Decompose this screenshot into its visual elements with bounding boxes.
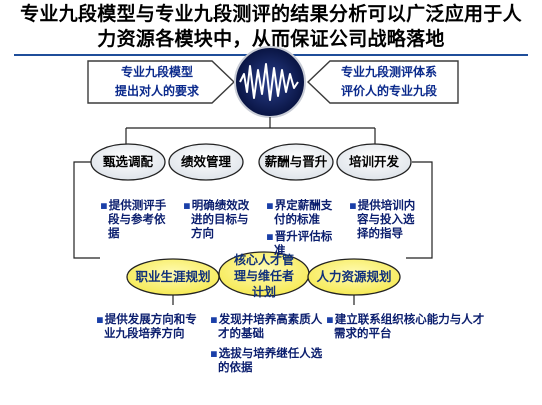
bullet-text: 晋升评估标 — [274, 229, 333, 243]
bullet-mark: ▪ — [349, 198, 357, 212]
bullet-text: 提供发展方向和专 — [104, 312, 197, 326]
top-left-label: 专业九段模型 提出对人的要求 — [92, 63, 222, 101]
bullet-text: 选拔与培养继任人选 — [218, 346, 323, 360]
top-left-line-2: 提出对人的要求 — [114, 84, 199, 98]
oval-selection — [90, 143, 166, 181]
top-left-line-1: 专业九段模型 — [120, 65, 193, 79]
bullet-mark: ▪ — [183, 198, 191, 212]
bullet-performance: ▪明确绩效改 进的目标与 方向 — [183, 198, 249, 240]
bullet-selection: ▪提供测评手 段与参考依 据 — [100, 198, 166, 240]
oval-training — [336, 143, 412, 181]
bullet-hr-planning: ▪建立联系组织核心能力与人才 需求的平台 — [326, 312, 484, 340]
bullet-text: 提供测评手 — [108, 198, 167, 212]
oval-performance — [168, 143, 244, 181]
core-talent-line-3: 计划 — [251, 285, 276, 299]
bullet-text: 提供培训内 — [357, 198, 416, 212]
bullet-text: 建立联系组织核心能力与人才 — [334, 312, 485, 326]
bullet-text: 容与投入选 — [357, 212, 415, 226]
core-talent-line-1: 核心人才管 — [233, 253, 294, 267]
bullet-text: 界定薪酬支 — [274, 198, 333, 212]
core-talent-line-2: 理与维任者 — [233, 269, 294, 283]
module-label-compensation: 薪酬与晋升 — [264, 154, 328, 169]
bullet-text: 进的目标与 — [191, 212, 249, 226]
bullet-text: 据 — [108, 226, 120, 240]
oval-compensation — [258, 143, 334, 181]
outer-frame-left — [73, 161, 100, 259]
bullet-text: 择的指导 — [357, 226, 403, 240]
bullet-mark: ▪ — [266, 229, 274, 243]
bullet-promotion: ▪晋升评估标 准 — [266, 229, 332, 257]
bullet-mark: ▪ — [96, 312, 104, 326]
page-title-line-1: 专业九段模型与专业九段测评的结果分析可以广泛应用于人 — [20, 3, 522, 25]
bullet-mark: ▪ — [210, 346, 218, 360]
bullet-training: ▪提供培训内 容与投入选 择的指导 — [349, 198, 415, 240]
bullet-text: 付的标准 — [274, 212, 320, 226]
bullet-text: 段与参考依 — [108, 212, 166, 226]
bullet-text: 需求的平台 — [334, 326, 392, 340]
top-right-line-1: 专业九段测评体系 — [340, 65, 437, 79]
module-label-hr-planning: 人力资源规划 — [316, 269, 392, 284]
top-left-arrow-box — [87, 60, 236, 104]
bullet-text: 业九段培养方向 — [104, 326, 185, 340]
bullet-text: 的依据 — [218, 360, 253, 374]
top-right-label: 专业九段测评体系 评价人的专业九段 — [318, 63, 460, 101]
outer-frame-right — [406, 161, 433, 259]
bullet-text: 准 — [274, 243, 286, 257]
bullet-mark: ▪ — [326, 312, 334, 326]
wave-line — [239, 63, 299, 101]
bullet-mark: ▪ — [100, 198, 108, 212]
bullet-text: 发现并培养高素质人 — [218, 312, 323, 326]
top-right-line-2: 评价人的专业九段 — [340, 84, 437, 98]
bullet-mark: ▪ — [266, 198, 274, 212]
bullet-mark: ▪ — [210, 312, 218, 326]
bullet-compensation: ▪界定薪酬支 付的标准 — [266, 198, 332, 226]
bullet-successor: ▪选拔与培养继任人选 的依据 — [210, 346, 322, 374]
bullet-talent-foundation: ▪发现并培养高素质人 才的基础 — [210, 312, 322, 340]
module-label-training: 培训开发 — [348, 154, 399, 169]
module-label-core-talent: 核心人才管 理与维任者 计划 — [222, 252, 306, 300]
page-title-line-2: 力资源各模块中，从而保证公司战略落地 — [97, 28, 445, 50]
top-right-arrow-box — [306, 60, 459, 104]
bullet-text: 方向 — [191, 226, 214, 240]
bullet-text: 才的基础 — [218, 326, 264, 340]
module-label-performance: 绩效管理 — [180, 154, 231, 169]
bullet-text: 明确绩效改 — [191, 198, 250, 212]
module-label-career: 职业生涯规划 — [135, 269, 211, 284]
bullet-career: ▪提供发展方向和专 业九段培养方向 — [96, 312, 197, 340]
module-label-selection: 甄选调配 — [102, 154, 153, 169]
